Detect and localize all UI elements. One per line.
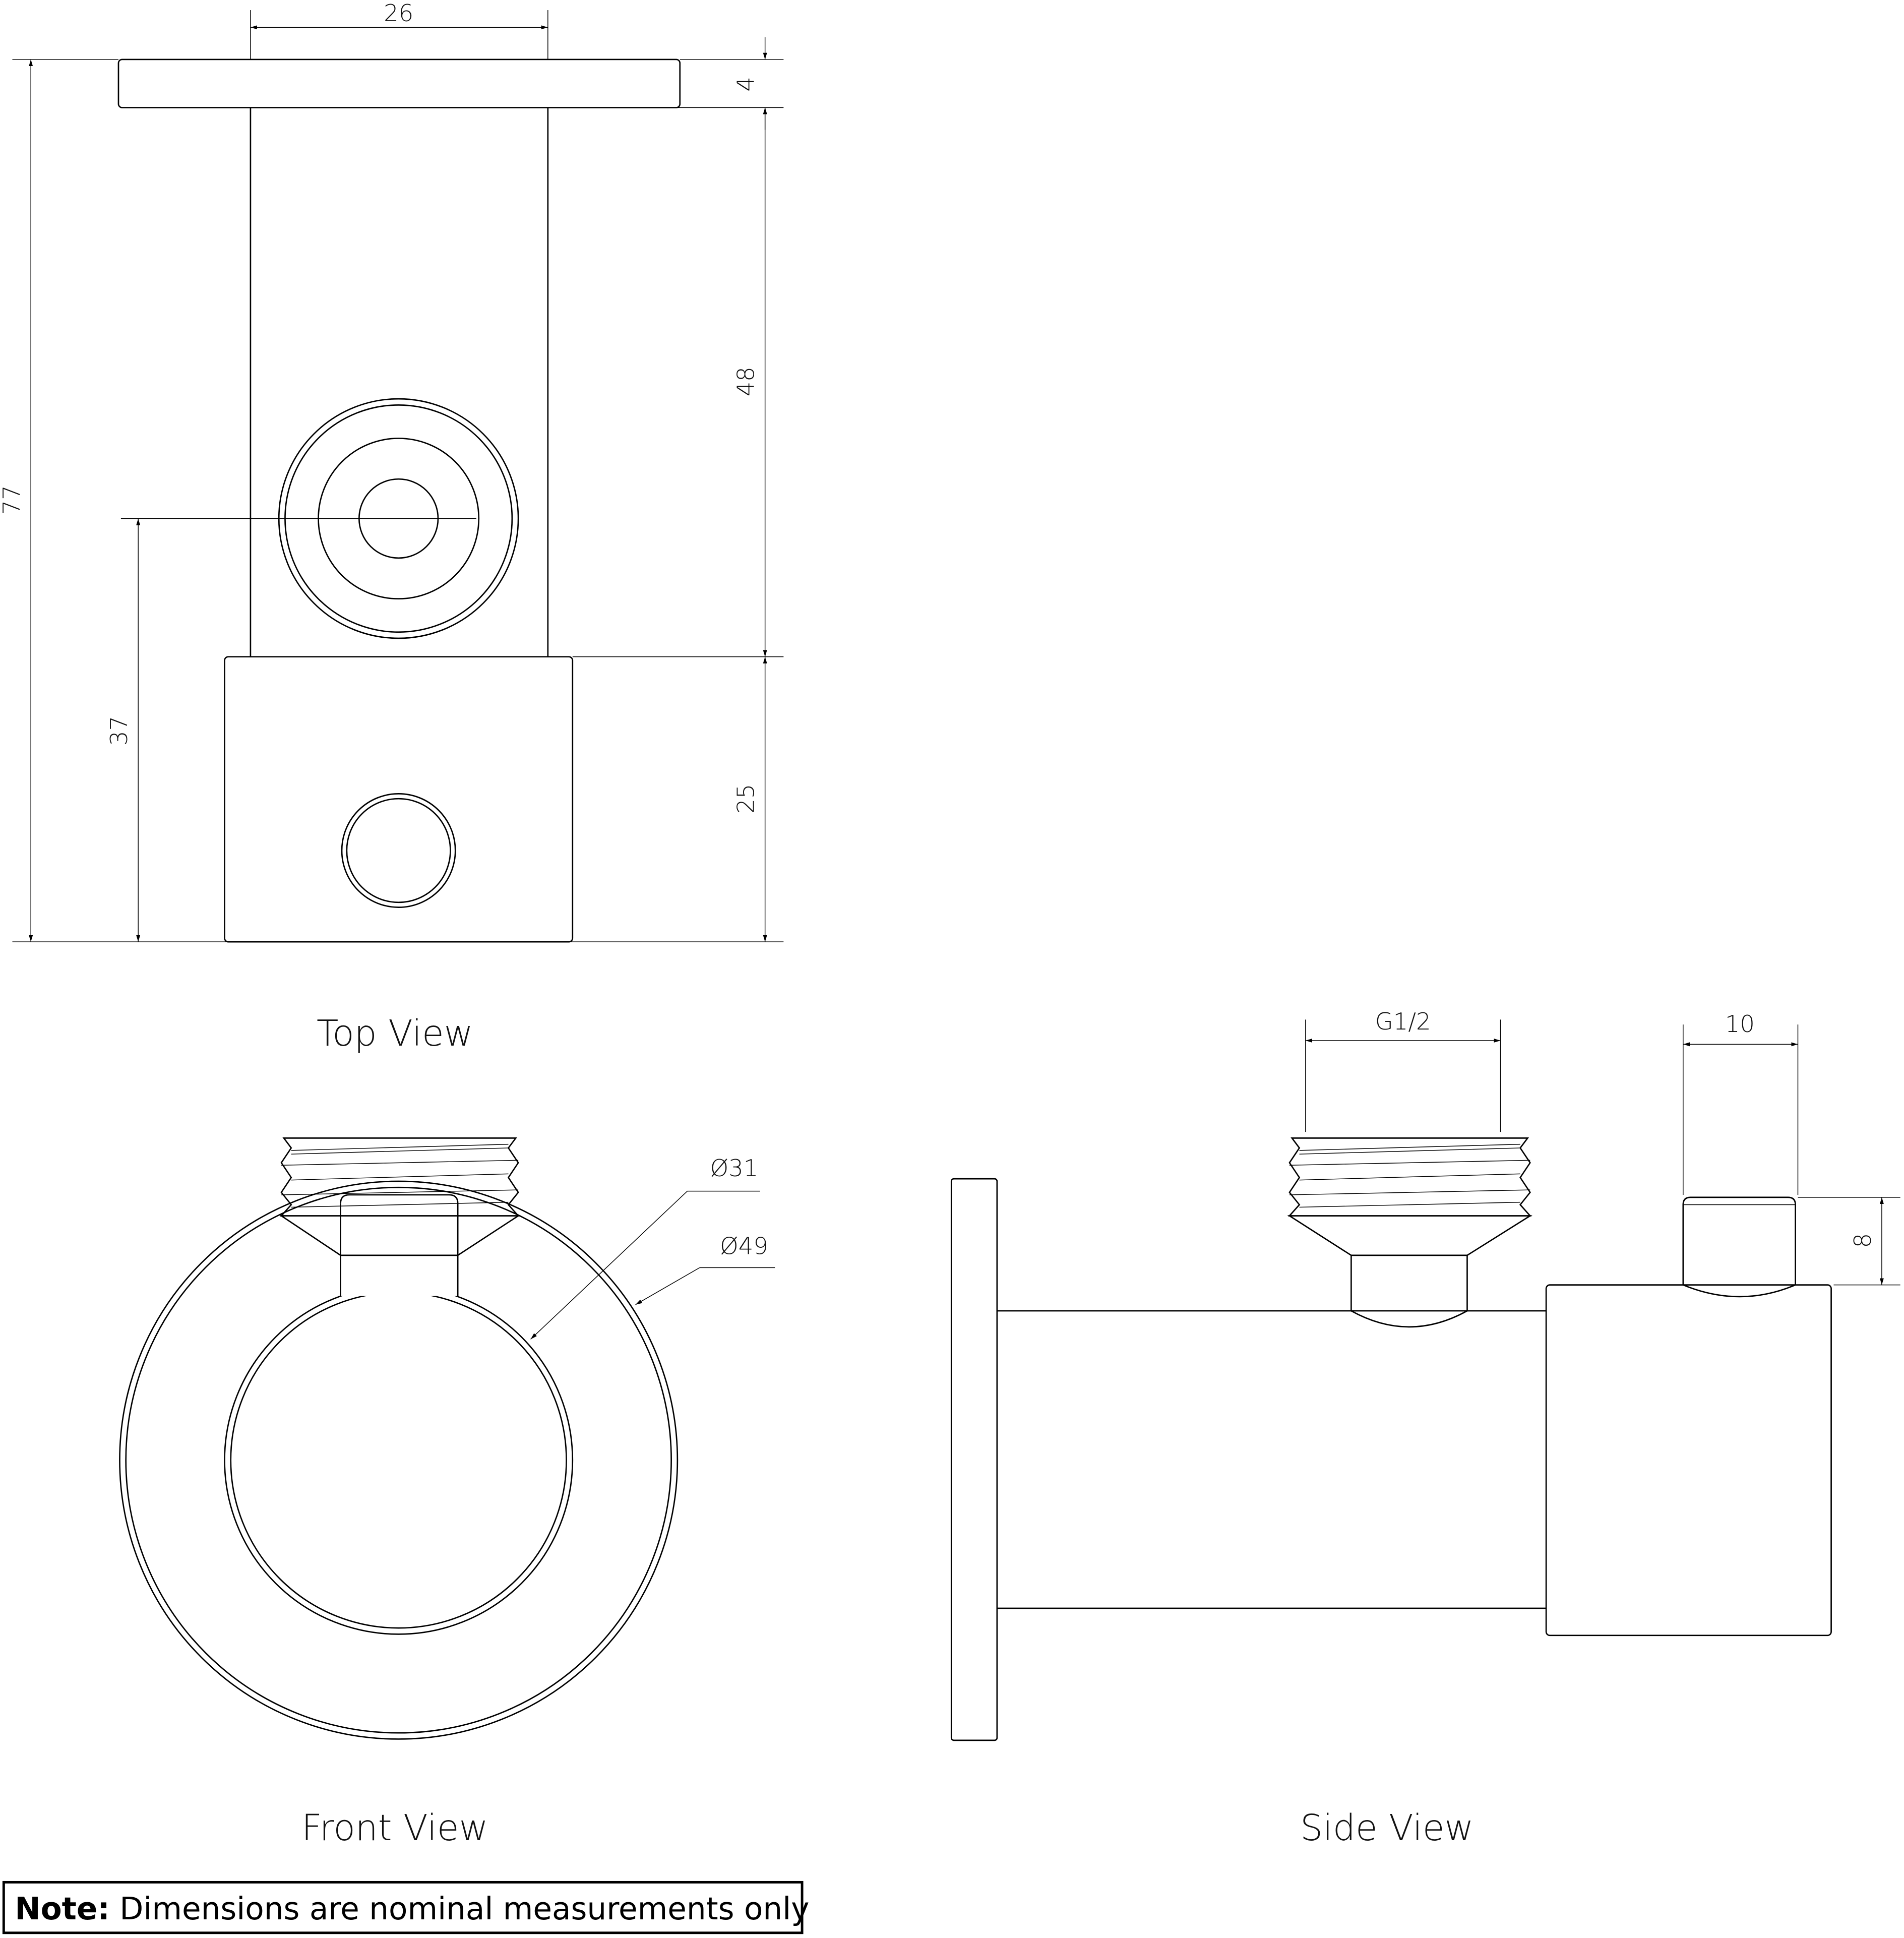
dim-center: 37: [105, 716, 133, 746]
note-text: Dimensions are nominal measurements only: [110, 1891, 810, 1927]
front-view: Ø31 Ø49 Front View: [119, 1137, 775, 1849]
top-view-label: Top View: [317, 1012, 473, 1054]
dim-overall: 77: [0, 485, 25, 515]
dim-inner-diameter: Ø31: [710, 1155, 759, 1182]
svg-text:Note: Dimensions are nominal m: Note: Dimensions are nominal measurement…: [15, 1891, 809, 1927]
side-view: G1/2 10 8 Side View: [950, 1008, 1900, 1849]
dim-outer-diameter: Ø49: [720, 1232, 768, 1259]
dim-body: 48: [732, 367, 760, 396]
dim-stem-width: 10: [1725, 1010, 1755, 1038]
dim-flange: 4: [732, 77, 760, 92]
dim-thread: G1/2: [1375, 1008, 1431, 1035]
side-view-label: Side View: [1300, 1807, 1473, 1849]
note-title: Note:: [15, 1891, 109, 1927]
dim-block: 25: [732, 784, 760, 814]
note-box: Note: Dimensions are nominal measurement…: [2, 1881, 809, 1934]
dim-stem-height: 8: [1849, 1233, 1876, 1248]
front-view-label: Front View: [301, 1807, 488, 1849]
top-view: 26 4 48 25 77 37 Top View: [0, 0, 784, 1054]
dim-width: 26: [384, 0, 413, 27]
